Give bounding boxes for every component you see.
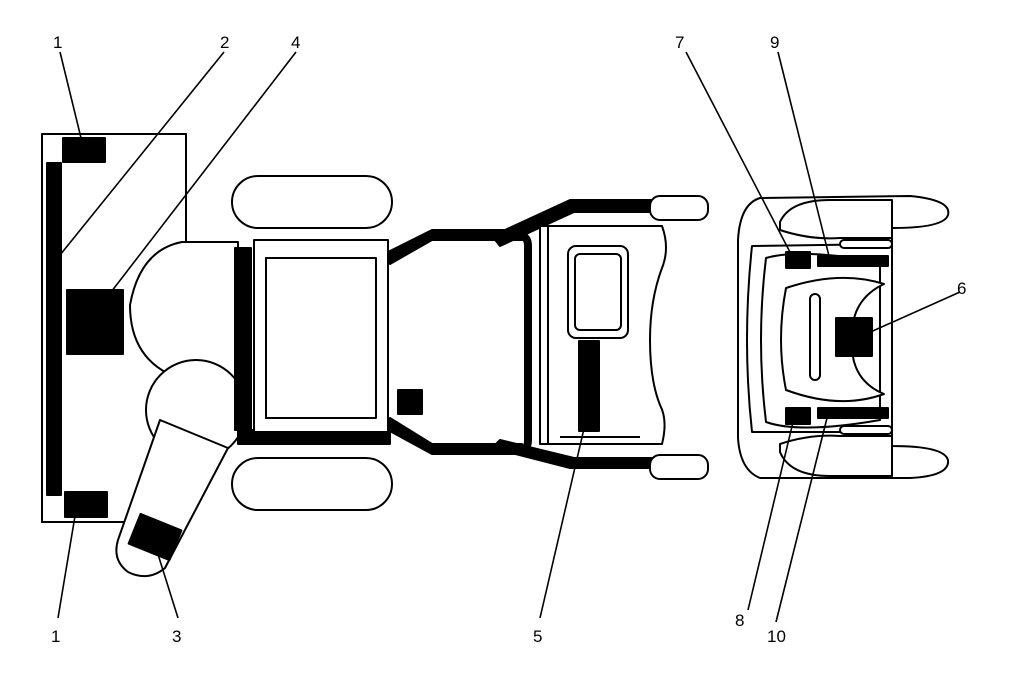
seat-slot [809, 293, 821, 381]
callout-4: 4 [291, 33, 300, 52]
callout-1-bottom: 1 [51, 627, 60, 646]
decal-8 [785, 407, 811, 425]
engine-hood [129, 241, 239, 379]
leader-2 [55, 51, 225, 261]
leader-6 [865, 291, 961, 335]
callout-9: 9 [770, 33, 779, 52]
callout-1-top: 1 [53, 33, 62, 52]
handle-grip-lower [649, 454, 709, 480]
leader-8 [747, 417, 795, 611]
leader-1-bottom [57, 497, 79, 619]
decal-1-top [62, 137, 106, 163]
callout-2: 2 [220, 33, 229, 52]
tire-upper [231, 175, 393, 229]
frame-body [430, 232, 532, 454]
rail-upper [839, 239, 893, 249]
handle-grip-upper [649, 195, 709, 221]
screen-inner [574, 253, 622, 331]
callout-7: 7 [675, 33, 684, 52]
decal-9 [817, 255, 889, 267]
callout-3: 3 [172, 627, 181, 646]
leader-lines [55, 51, 961, 623]
decal-5 [578, 340, 600, 432]
center-decal [397, 389, 423, 415]
callout-labels: 1 2 4 1 3 5 7 9 6 8 10 [51, 33, 966, 646]
cab-inner [265, 257, 377, 419]
callout-10: 10 [767, 627, 786, 646]
leader-7 [685, 51, 793, 257]
decal-7 [785, 251, 811, 269]
decal-4 [66, 289, 124, 355]
leader-3 [155, 547, 179, 619]
decal-6 [835, 317, 873, 357]
front-arm-lower [779, 434, 893, 477]
decal-3 [127, 512, 183, 562]
decal-1-bottom [64, 491, 108, 518]
leader-5 [539, 419, 587, 619]
front-seat-inner [780, 276, 885, 403]
counterweight-bar [46, 162, 62, 496]
rail-lower [839, 425, 893, 435]
leader-10 [775, 413, 829, 623]
leader-9 [777, 51, 831, 261]
frame-bar-left [234, 247, 252, 431]
callout-5: 5 [533, 627, 542, 646]
callout-6: 6 [957, 279, 966, 298]
leader-1-top [59, 51, 83, 143]
leader-4 [107, 51, 297, 297]
front-arm-upper [779, 199, 893, 240]
tire-lower [231, 457, 393, 511]
callout-8: 8 [735, 611, 744, 630]
front-console-edge [539, 225, 549, 445]
decal-10 [817, 407, 889, 419]
